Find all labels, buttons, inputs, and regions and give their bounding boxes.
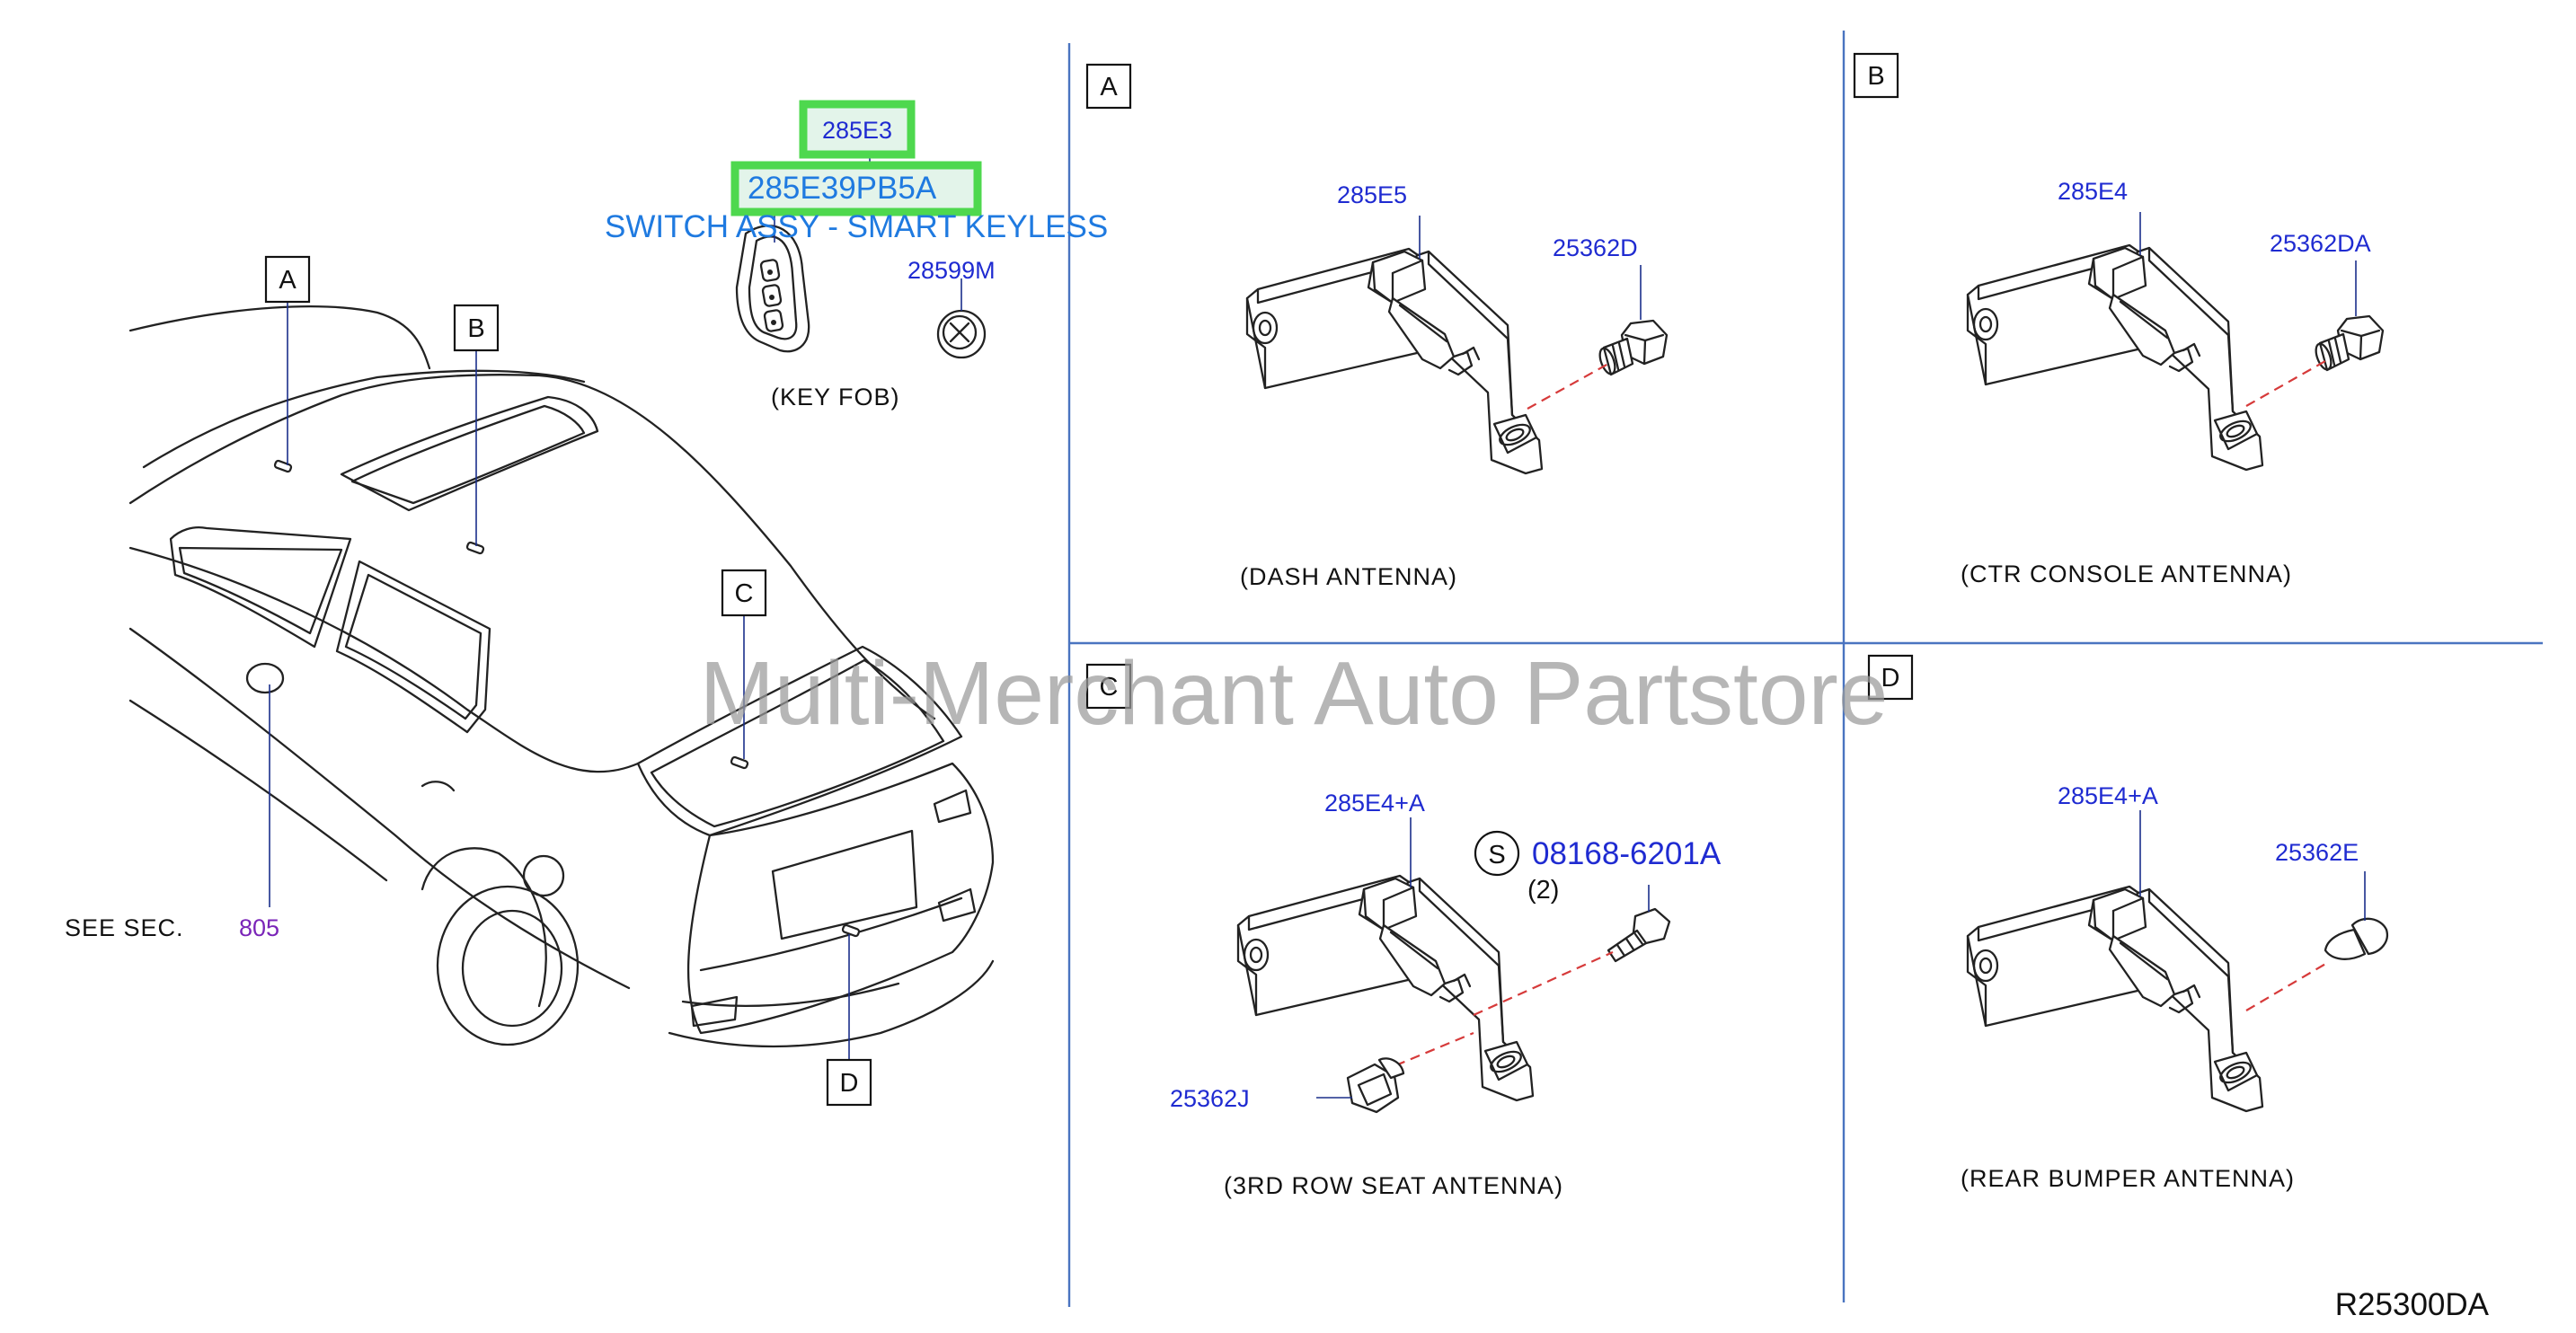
part-number-28599m[interactable]: 28599M — [907, 257, 996, 284]
see-sec-number[interactable]: 805 — [239, 914, 279, 941]
key-fob-caption: (KEY FOB) — [771, 384, 900, 410]
vehicle-callout-d: D — [826, 1058, 872, 1107]
vehicle-illustration — [128, 305, 995, 1048]
part-number-25362da[interactable]: 25362DA — [2270, 230, 2371, 257]
part-number-25362j[interactable]: 25362J — [1170, 1085, 1250, 1112]
panel-b-antenna — [1966, 243, 2264, 472]
part-number-08168-6201a[interactable]: 08168-6201A — [1532, 836, 1722, 871]
highlight-box-285e3 — [799, 100, 916, 159]
diagram-code: R25300DA — [2335, 1287, 2490, 1322]
screw-symbol-circle: S — [1474, 830, 1520, 877]
svg-text:D: D — [840, 1069, 859, 1098]
part-number-285e4[interactable]: 285E4 — [2058, 178, 2128, 205]
key-fob-description: SWITCH ASSY - SMART KEYLESS — [605, 209, 1108, 244]
key-fob-battery — [936, 278, 987, 359]
svg-text:B: B — [1867, 62, 1884, 91]
panel-d-bolt — [2324, 871, 2389, 960]
see-sec-label: SEE SEC. — [65, 914, 184, 941]
part-number-285e4-a-panel-d[interactable]: 285E4+A — [2058, 782, 2158, 809]
panel-c-label: C — [1085, 663, 1132, 710]
panel-d-antenna — [1966, 885, 2264, 1113]
part-number-25362e[interactable]: 25362E — [2275, 839, 2359, 866]
vehicle-callout-a: A — [264, 255, 311, 304]
panel-a-caption: (DASH ANTENNA) — [1240, 563, 1457, 590]
svg-text:C: C — [1100, 673, 1119, 702]
highlight-box-285e39pb5a — [730, 161, 982, 216]
svg-text:B: B — [467, 314, 484, 343]
vehicle-callout-b: B — [453, 304, 500, 352]
panel-b-label: B — [1853, 52, 1899, 99]
svg-text:A: A — [279, 266, 297, 295]
panel-d-label: D — [1867, 654, 1914, 701]
part-number-285e5[interactable]: 285E5 — [1337, 181, 1407, 208]
screw-quantity: (2) — [1527, 876, 1559, 905]
panel-c-clip — [1346, 1057, 1405, 1114]
svg-text:C: C — [735, 579, 754, 608]
panel-a-antenna — [1245, 247, 1544, 475]
watermark: Multi-Merchant Auto Partstore — [700, 643, 1889, 744]
panel-a-label: A — [1085, 63, 1132, 110]
part-number-285e39pb5a[interactable]: 285E39PB5A — [748, 171, 937, 206]
panel-b-caption: (CTR CONSOLE ANTENNA) — [1961, 561, 2292, 587]
panel-d-caption: (REAR BUMPER ANTENNA) — [1961, 1165, 2295, 1192]
svg-text:A: A — [1100, 73, 1118, 102]
part-number-285e3[interactable]: 285E3 — [822, 117, 892, 144]
svg-text:S: S — [1488, 841, 1505, 870]
part-number-285e4-a-panel-c[interactable]: 285E4+A — [1324, 790, 1425, 817]
vehicle-callout-c: C — [721, 569, 767, 617]
part-number-25362d[interactable]: 25362D — [1553, 234, 1638, 261]
key-fob-illustration — [735, 225, 810, 353]
panel-c-screw — [1607, 885, 1671, 963]
svg-text:D: D — [1881, 664, 1900, 693]
panel-a-bolt — [1596, 319, 1669, 377]
panel-c-caption: (3RD ROW SEAT ANTENNA) — [1224, 1172, 1563, 1199]
